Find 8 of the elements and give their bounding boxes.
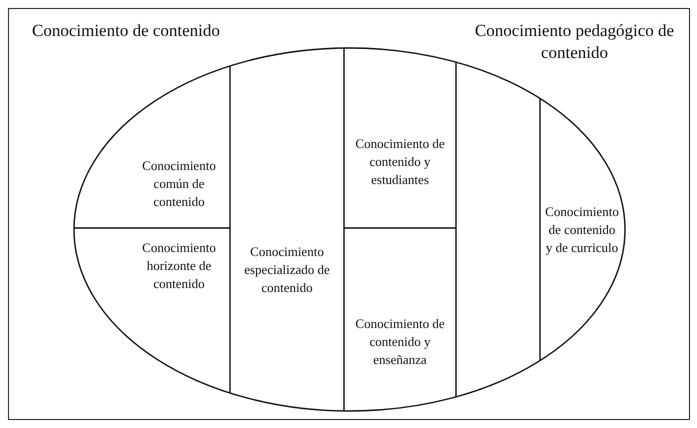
section-label: Conocimiento común de contenido xyxy=(135,157,223,211)
heading-text: Conocimiento pedagógico de contenido xyxy=(474,20,676,64)
section-label: Conocimiento de contenido y de curriculo xyxy=(545,203,619,257)
section-label: Conocimiento especializado de contenido xyxy=(237,243,337,297)
section-label: Conocimiento de contenido y enseñanza xyxy=(350,315,450,369)
section-label: Conocimiento de contenido y estudiantes xyxy=(350,135,450,189)
section-label: Conocimiento horizonte de contenido xyxy=(135,239,223,293)
heading-text: Conocimiento de contenido xyxy=(32,20,220,42)
